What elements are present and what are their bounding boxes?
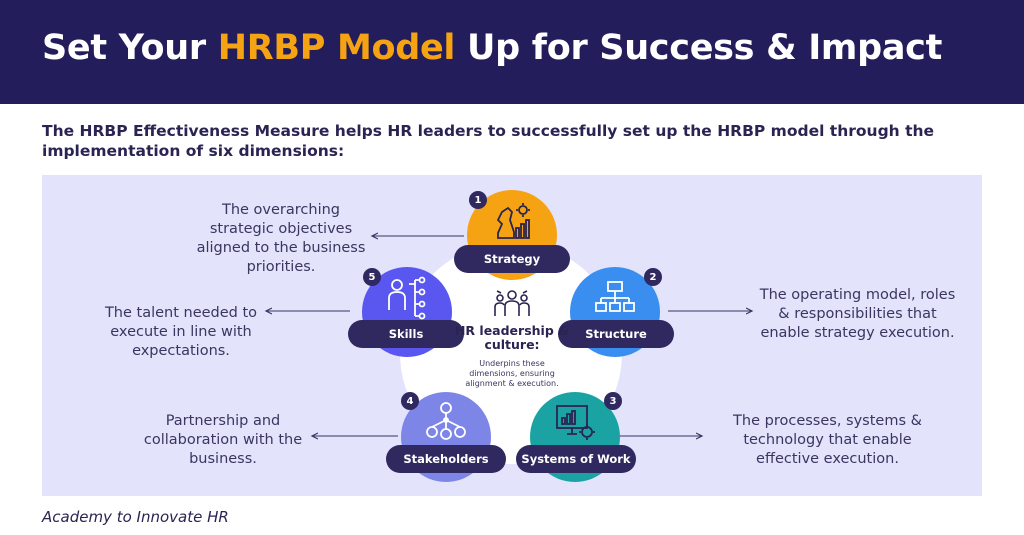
footer-credit: Academy to Innovate HR bbox=[42, 508, 229, 526]
person-skills-icon bbox=[388, 276, 426, 320]
structure-number: 2 bbox=[644, 268, 662, 286]
stakeholders-number: 4 bbox=[401, 392, 419, 410]
skills-description: The talent needed to execute in line wit… bbox=[104, 305, 258, 359]
title-accent: HRBP Model bbox=[217, 28, 456, 68]
page-title: Set Your HRBP Model Up for Success & Imp… bbox=[42, 28, 942, 68]
systems-pill: Systems of Work bbox=[516, 445, 636, 473]
computer-gear-icon bbox=[556, 405, 595, 440]
center-subtitle: Underpins these dimensions, ensuring ali… bbox=[465, 359, 559, 388]
header-banner: Set Your HRBP Model Up for Success & Imp… bbox=[0, 0, 1024, 104]
stakeholders-description: Partnership and collaboration with the b… bbox=[143, 413, 303, 467]
stakeholders-pill: Stakeholders bbox=[386, 445, 506, 473]
intro-text: The HRBP Effectiveness Measure helps HR … bbox=[42, 122, 935, 160]
structure-pill: Structure bbox=[558, 320, 674, 348]
strategy-number: 1 bbox=[469, 191, 487, 209]
org-chart-icon bbox=[595, 281, 635, 312]
title-prefix: Set Your bbox=[42, 28, 218, 68]
structure-description: The operating model, roles & responsibil… bbox=[759, 287, 956, 341]
center-title: HR leadership & culture: bbox=[454, 323, 570, 352]
title-suffix: Up for Success & Impact bbox=[455, 28, 943, 68]
systems-description: The processes, systems & technology that… bbox=[733, 413, 922, 467]
systems-number: 3 bbox=[604, 392, 622, 410]
chess-knight-chart-icon bbox=[496, 203, 530, 239]
skills-pill: Skills bbox=[348, 320, 464, 348]
strategy-description: The overarching strategic objectives ali… bbox=[196, 202, 366, 275]
skills-number: 5 bbox=[363, 268, 381, 286]
strategy-pill: Strategy bbox=[454, 245, 570, 273]
network-people-icon bbox=[426, 402, 466, 440]
team-icon bbox=[494, 290, 530, 316]
